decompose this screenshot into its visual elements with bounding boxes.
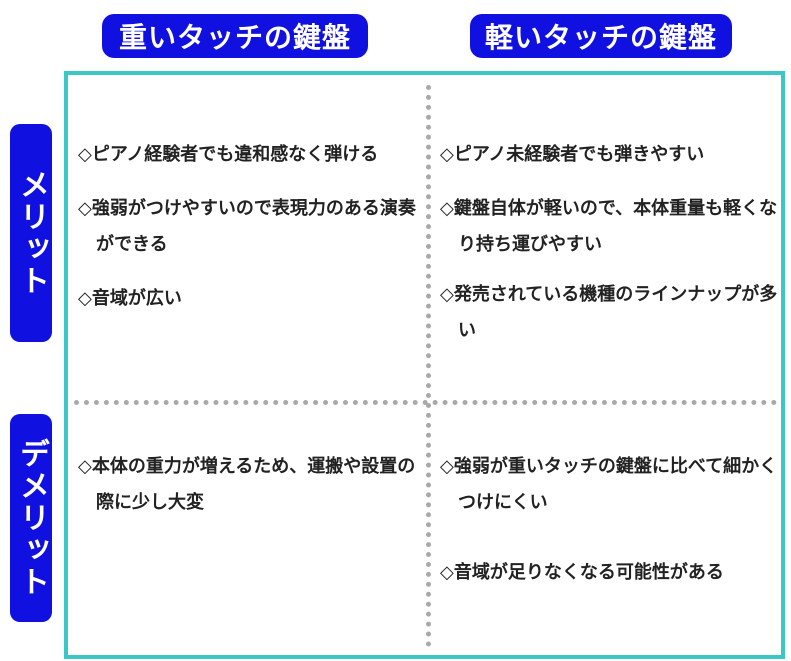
row-label-merit: メリット: [10, 124, 52, 342]
comparison-grid: ◇ピアノ経験者でも違和感なく弾ける ◇強弱がつけやすいので表現力のある演奏ができ…: [64, 71, 785, 659]
list-item: ◇強弱がつけやすいので表現力のある演奏ができる: [78, 198, 416, 255]
list-item: ◇音域が広い: [78, 288, 182, 309]
list-item: ◇本体の重力が増えるため、運搬や設置の際に少し大変: [78, 456, 416, 513]
cell-heavy-demerit: ◇本体の重力が増えるため、運搬や設置の際に少し大変: [78, 449, 418, 521]
list-item: ◇音域が足りなくなる可能性がある: [440, 562, 724, 583]
list-item: ◇ピアノ経験者でも違和感なく弾ける: [78, 144, 379, 165]
list-item: ◇強弱が重いタッチの鍵盤に比べて細かくつけにくい: [440, 456, 778, 513]
list-item: ◇鍵盤自体が軽いので、本体重量も軽くなり持ち運びやすい: [440, 198, 778, 255]
vertical-divider: [426, 85, 431, 647]
column-header-heavy-touch: 重いタッチの鍵盤: [102, 14, 368, 58]
horizontal-divider: [74, 400, 777, 405]
list-item: ◇ピアノ未経験者でも弾きやすい: [440, 144, 705, 165]
list-item: ◇発売されている機種のラインナップが多い: [440, 284, 778, 341]
cell-light-merit: ◇ピアノ未経験者でも弾きやすい ◇鍵盤自体が軽いので、本体重量も軽くなり持ち運び…: [440, 137, 778, 349]
row-label-demerit: デメリット: [10, 414, 52, 622]
cell-light-demerit: ◇強弱が重いタッチの鍵盤に比べて細かくつけにくい ◇音域が足りなくなる可能性があ…: [440, 449, 778, 591]
column-header-light-touch: 軽いタッチの鍵盤: [470, 14, 732, 58]
cell-heavy-merit: ◇ピアノ経験者でも違和感なく弾ける ◇強弱がつけやすいので表現力のある演奏ができ…: [78, 137, 418, 317]
